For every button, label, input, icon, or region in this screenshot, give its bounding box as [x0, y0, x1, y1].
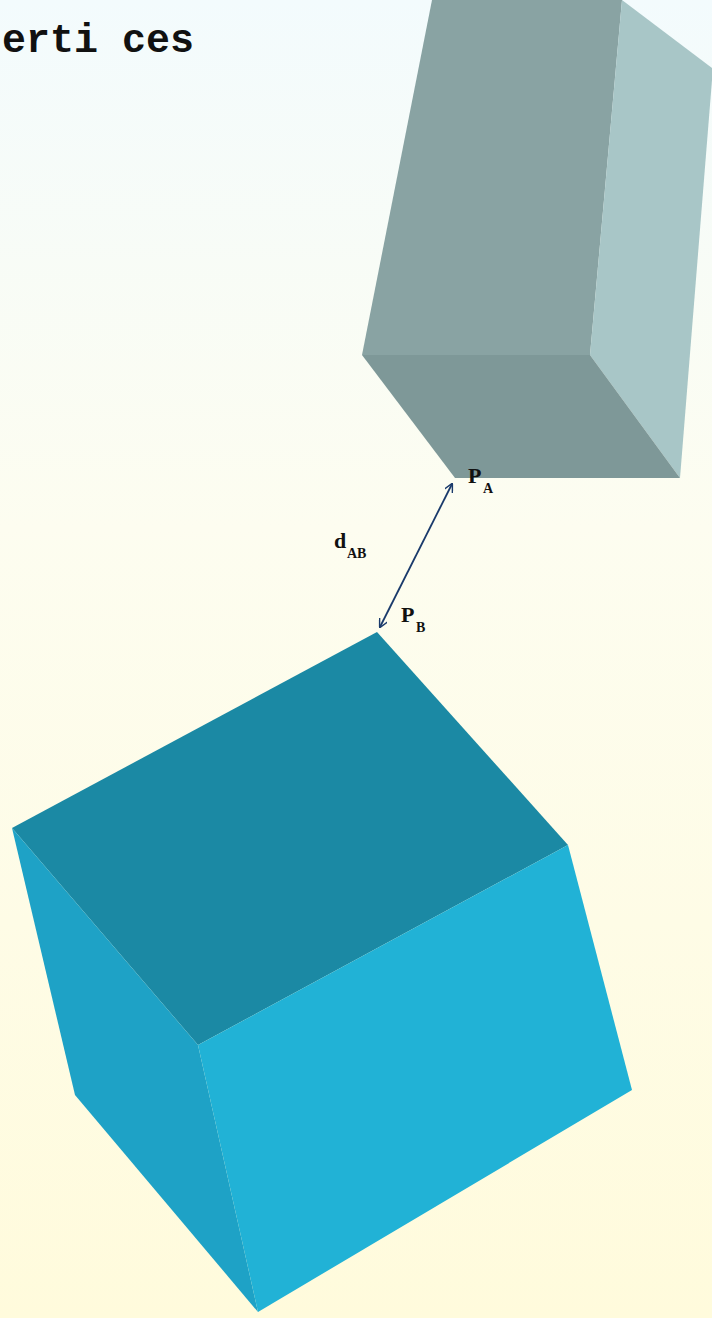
point-label: P: [468, 465, 481, 487]
box-bottom-face: [362, 355, 680, 478]
title: erti ces: [2, 22, 194, 62]
gray-box: [362, 0, 712, 478]
point-subscript: B: [416, 621, 425, 635]
teal-cube: [12, 632, 632, 1312]
distance-arrow: [380, 484, 452, 627]
distance-label: d: [334, 530, 346, 552]
distance-subscript: AB: [347, 547, 366, 561]
box-front-face: [362, 0, 622, 355]
point-subscript: A: [483, 482, 493, 496]
cube-right-face: [198, 845, 632, 1312]
point-label: P: [401, 604, 414, 626]
